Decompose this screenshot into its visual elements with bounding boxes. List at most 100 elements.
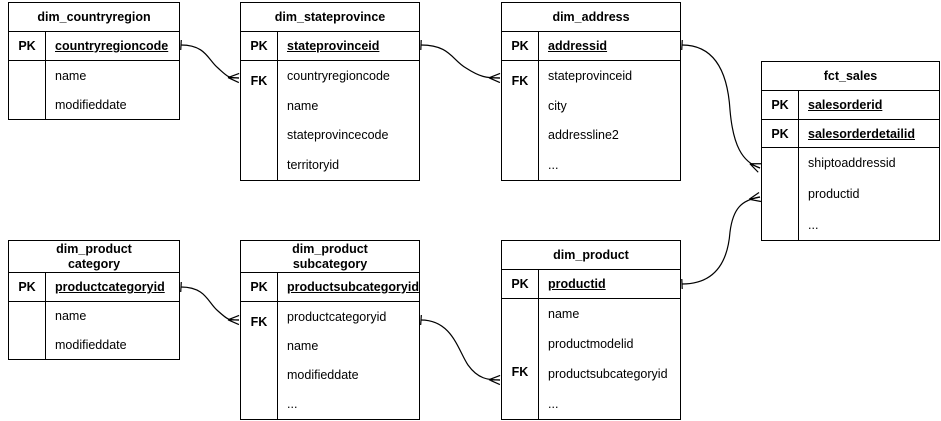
entity-section: PK salesorderdetailid [762,119,939,147]
attribute-name[interactable]: name [55,309,87,324]
attribute-productid[interactable]: productid [548,277,606,291]
attribute-productid[interactable]: productid [808,187,860,201]
cardinality-one-marker [180,281,182,293]
key-badge-empty [502,393,538,420]
key-badge-empty [762,209,798,240]
attribute-productcategoryid[interactable]: productcategoryid [55,280,165,294]
attribute-ellipsis[interactable]: ... [548,158,559,173]
attribute-productsubcategoryid[interactable]: productsubcategoryid [287,280,419,294]
attribute-addressid[interactable]: addressid [548,39,608,53]
key-column [762,148,799,240]
key-column: FK [502,299,539,419]
key-badge-pk: PK [511,39,529,53]
attribute-territoryid[interactable]: territoryid [287,158,340,173]
key-badge-pk: PK [771,98,789,112]
attribute-salesorderid[interactable]: salesorderid [808,98,883,112]
relationship-rel-address-sales [681,39,762,173]
attribute-countryregioncode[interactable]: countryregioncode [55,39,169,53]
key-badge-pk: PK [18,39,36,53]
key-badge-empty [502,299,538,326]
key-column: PK [762,91,799,119]
entity-section: name modifieddate [9,60,179,119]
attribute-modifieddate[interactable]: modifieddate [287,368,359,383]
attribute-column: productid [539,270,680,298]
attribute-ellipsis[interactable]: ... [808,217,819,232]
attribute-countryregioncode[interactable]: countryregioncode [287,68,390,83]
entity-title-dim_address: dim_address [502,3,680,32]
relationship-line [681,196,761,285]
entity-section: PK productcategoryid [9,273,179,301]
key-column: PK [241,32,278,60]
attribute-ellipsis[interactable]: ... [287,397,298,412]
entity-section: PK productid [502,270,680,298]
attribute-shiptoaddressid[interactable]: shiptoaddressid [808,156,896,171]
attribute-column: salesorderid [799,91,939,119]
attribute-stateprovinceid[interactable]: stateprovinceid [548,68,633,83]
key-column: PK [762,120,799,147]
entity-title-dim_stateprovince: dim_stateprovince [241,3,419,32]
key-badge-pk: PK [511,277,529,291]
attribute-column: shiptoaddressid productid... [799,148,939,240]
attribute-name[interactable]: name [287,338,319,353]
entity-title-line: dim_product [56,241,132,256]
attribute-ellipsis[interactable]: ... [548,397,559,411]
key-column [9,61,46,119]
attribute-productcategoryid[interactable]: productcategoryid [287,309,387,324]
attribute-modifieddate[interactable]: modifieddate [55,97,127,112]
entity-title-dim_product: dim_product [502,241,680,270]
attribute-productmodelid[interactable]: productmodelid [548,337,634,351]
key-badge-empty [762,179,798,210]
attribute-stateprovincecode[interactable]: stateprovincecode [287,128,389,143]
attribute-column: salesorderdetailid [799,120,939,147]
attribute-name[interactable]: name [548,307,580,321]
relationship-rel-stateprovince-address [420,39,501,84]
relationship-line [180,44,240,79]
key-badge-empty [9,331,45,360]
relationship-rel-countryregion-stateprovince [180,39,240,84]
attribute-name[interactable]: name [287,98,319,113]
key-badge-empty [9,61,45,90]
entity-title-line: category [67,256,121,271]
attribute-name[interactable]: name [55,68,87,83]
attribute-city[interactable]: city [548,98,567,113]
key-badge-pk: PK [18,280,36,294]
attribute-column: name modifieddate [46,61,179,119]
attribute-addressline2[interactable]: addressline2 [548,128,619,143]
attribute-column: productcategoryid [46,273,179,301]
attribute-stateprovinceid[interactable]: stateprovinceid [287,39,380,53]
relationship-line [180,286,240,321]
attribute-salesorderdetailid[interactable]: salesorderdetailid [808,126,915,141]
cardinality-one-marker [180,39,182,51]
relationship-line [420,44,501,79]
key-badge-fk: FK [511,74,529,89]
entity-section: PK salesorderid [762,91,939,119]
entity-section: FK name productmodelid productsubcategoryid… [502,298,680,419]
attribute-column: name modifieddate [46,302,179,359]
entity-section: PK stateprovinceid [241,32,419,60]
attribute-column: stateprovinceid [278,32,419,60]
relationship-line [420,319,501,381]
attribute-column: name productmodelid productsubcategoryid..… [539,299,680,419]
entity-title-line: dim_countryregion [37,9,151,24]
entity-section: name modifieddate [9,301,179,359]
attribute-modifieddate[interactable]: modifieddate [55,337,127,352]
attribute-productsubcategoryid[interactable]: productsubcategoryid [548,367,668,381]
relationship-rel-productcategory-productsubcategory [180,281,240,326]
cardinality-many-marker [227,72,240,84]
key-badge-empty [241,368,277,394]
key-badge-empty [241,101,277,127]
cardinality-many-marker [488,374,501,386]
key-badge-empty [241,393,277,419]
key-column [9,302,46,359]
attribute-column: stateprovinceid city addressline2... [539,61,680,180]
entity-title-line: dim_product [553,247,629,262]
